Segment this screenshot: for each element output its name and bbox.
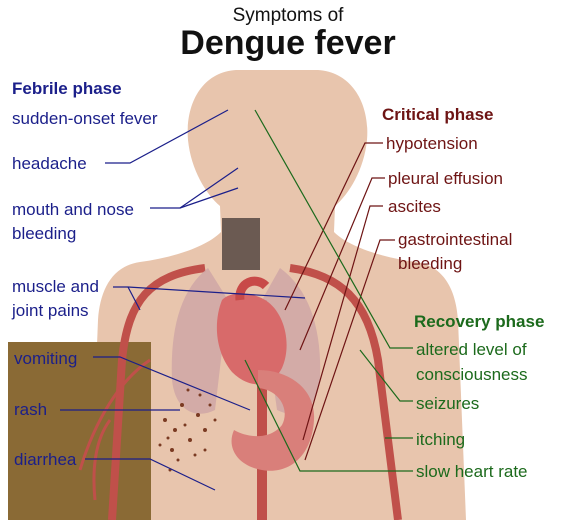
- page-title: Dengue fever: [180, 24, 396, 62]
- trachea: [222, 218, 260, 270]
- left-lung: [171, 268, 228, 414]
- right-arm-vessel: [289, 264, 402, 520]
- symptom-gi-bleeding-line1: gastrointestinal: [398, 230, 513, 249]
- recovery-leaders: [244, 109, 413, 472]
- branch-vessel: [78, 358, 151, 501]
- rash-spots: [158, 388, 217, 472]
- aorta: [235, 276, 270, 301]
- symptom-itching: itching: [416, 430, 466, 449]
- heart: [216, 293, 287, 385]
- symptom-altered-consciousness-line2: consciousness: [416, 365, 528, 384]
- left-arm-vessel: [108, 264, 206, 520]
- symptom-vomiting: vomiting: [14, 349, 78, 368]
- symptom-ascites: ascites: [388, 197, 441, 216]
- symptom-gi-bleeding-line2: bleeding: [398, 254, 463, 273]
- stomach: [231, 370, 315, 471]
- symptom-slow-heart-rate: slow heart rate: [416, 462, 528, 481]
- symptom-muscle-joint-pains-line2: joint pains: [12, 301, 89, 320]
- symptom-pleural-effusion: pleural effusion: [388, 169, 503, 188]
- symptom-sudden-onset-fever: sudden-onset fever: [12, 109, 158, 128]
- inset-panel: [8, 342, 151, 520]
- recovery-phase-heading: Recovery phase: [414, 312, 545, 331]
- symptom-altered-consciousness-line1: altered level of: [416, 340, 527, 359]
- febrile-phase-heading: Febrile phase: [12, 79, 122, 98]
- symptom-hypotension: hypotension: [386, 134, 478, 153]
- symptom-diarrhea: diarrhea: [14, 450, 77, 469]
- critical-phase-heading: Critical phase: [382, 105, 494, 124]
- title-prefix: Symptoms of: [232, 5, 344, 26]
- symptom-mouth-nose-bleeding-line1: mouth and nose: [12, 200, 134, 219]
- febrile-leaders: [60, 109, 306, 491]
- symptom-seizures: seizures: [416, 394, 480, 413]
- symptom-mouth-nose-bleeding-line2: bleeding: [12, 224, 77, 243]
- symptom-muscle-joint-pains-line1: muscle and: [12, 277, 99, 296]
- symptom-rash: rash: [14, 400, 48, 419]
- symptom-headache: headache: [12, 154, 87, 173]
- critical-leaders: [284, 142, 395, 461]
